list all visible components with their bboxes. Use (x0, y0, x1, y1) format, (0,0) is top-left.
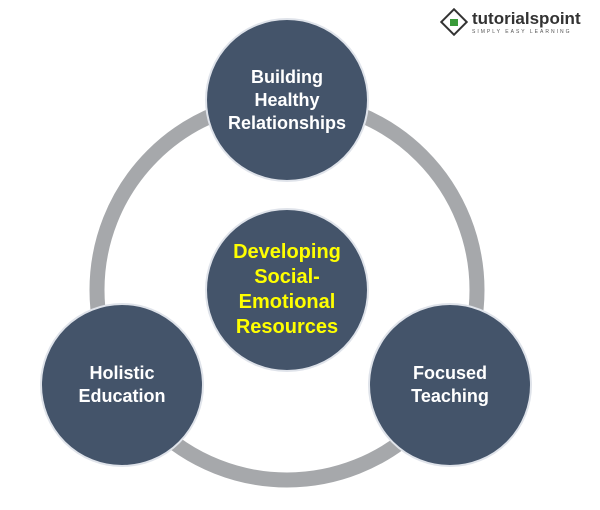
logo-icon (440, 8, 468, 36)
node-building-healthy-relationships: Building Healthy Relationships (205, 18, 369, 182)
center-node: Developing Social- Emotional Resources (205, 208, 369, 372)
logo-tagline: SIMPLY EASY LEARNING (472, 29, 572, 35)
node-holistic-education: Holistic Education (40, 303, 204, 467)
node-focused-teaching: Focused Teaching (368, 303, 532, 467)
logo-text: tutorialspoint (472, 9, 581, 28)
tutorialspoint-logo: tutorialspoint SIMPLY EASY LEARNING (440, 8, 581, 36)
